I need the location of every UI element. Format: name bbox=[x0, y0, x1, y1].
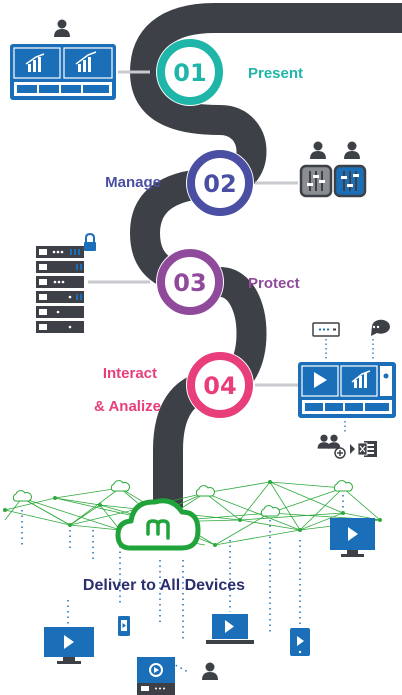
step-number: 02 bbox=[203, 170, 236, 198]
step-01: 01 bbox=[156, 38, 224, 106]
monitor-icon bbox=[330, 518, 375, 557]
step-label: Manage bbox=[105, 174, 161, 191]
excel-icon bbox=[357, 441, 377, 457]
connector-lines bbox=[88, 70, 298, 387]
kiosk-icon bbox=[137, 657, 175, 695]
step-label-line1: Interact bbox=[103, 365, 157, 382]
laptop-icon bbox=[206, 614, 254, 644]
step-label: Protect bbox=[248, 275, 300, 292]
user-icon bbox=[344, 141, 360, 159]
step-label: Present bbox=[248, 65, 303, 82]
users-add-icon bbox=[317, 434, 346, 459]
cloud-logo-icon bbox=[115, 498, 201, 551]
chat-bubble-icon bbox=[368, 319, 390, 336]
server-rack-icon bbox=[36, 246, 84, 333]
step-number: 03 bbox=[173, 269, 206, 297]
user-icon bbox=[310, 141, 326, 159]
dashboard-icon bbox=[10, 44, 116, 100]
step-04: 04 bbox=[186, 351, 254, 419]
tablet-icon bbox=[290, 628, 310, 656]
step-number: 04 bbox=[203, 372, 236, 400]
arrow-icon bbox=[350, 444, 355, 454]
step-02: 02 bbox=[186, 149, 254, 217]
step-label-line2: & Analize bbox=[94, 398, 161, 415]
user-icon bbox=[202, 662, 218, 680]
phone-icon bbox=[118, 616, 130, 636]
step-number: 01 bbox=[173, 59, 206, 87]
chat-bubble-icon bbox=[312, 322, 340, 337]
sliders-icon bbox=[299, 164, 367, 198]
monitor-icon bbox=[44, 627, 94, 664]
deliver-label: Deliver to All Devices bbox=[83, 577, 245, 594]
lock-icon bbox=[84, 232, 96, 251]
user-icon bbox=[54, 19, 70, 37]
step-03: 03 bbox=[156, 248, 224, 316]
chat-connectors bbox=[325, 339, 374, 432]
dashboard-icon bbox=[298, 362, 396, 418]
